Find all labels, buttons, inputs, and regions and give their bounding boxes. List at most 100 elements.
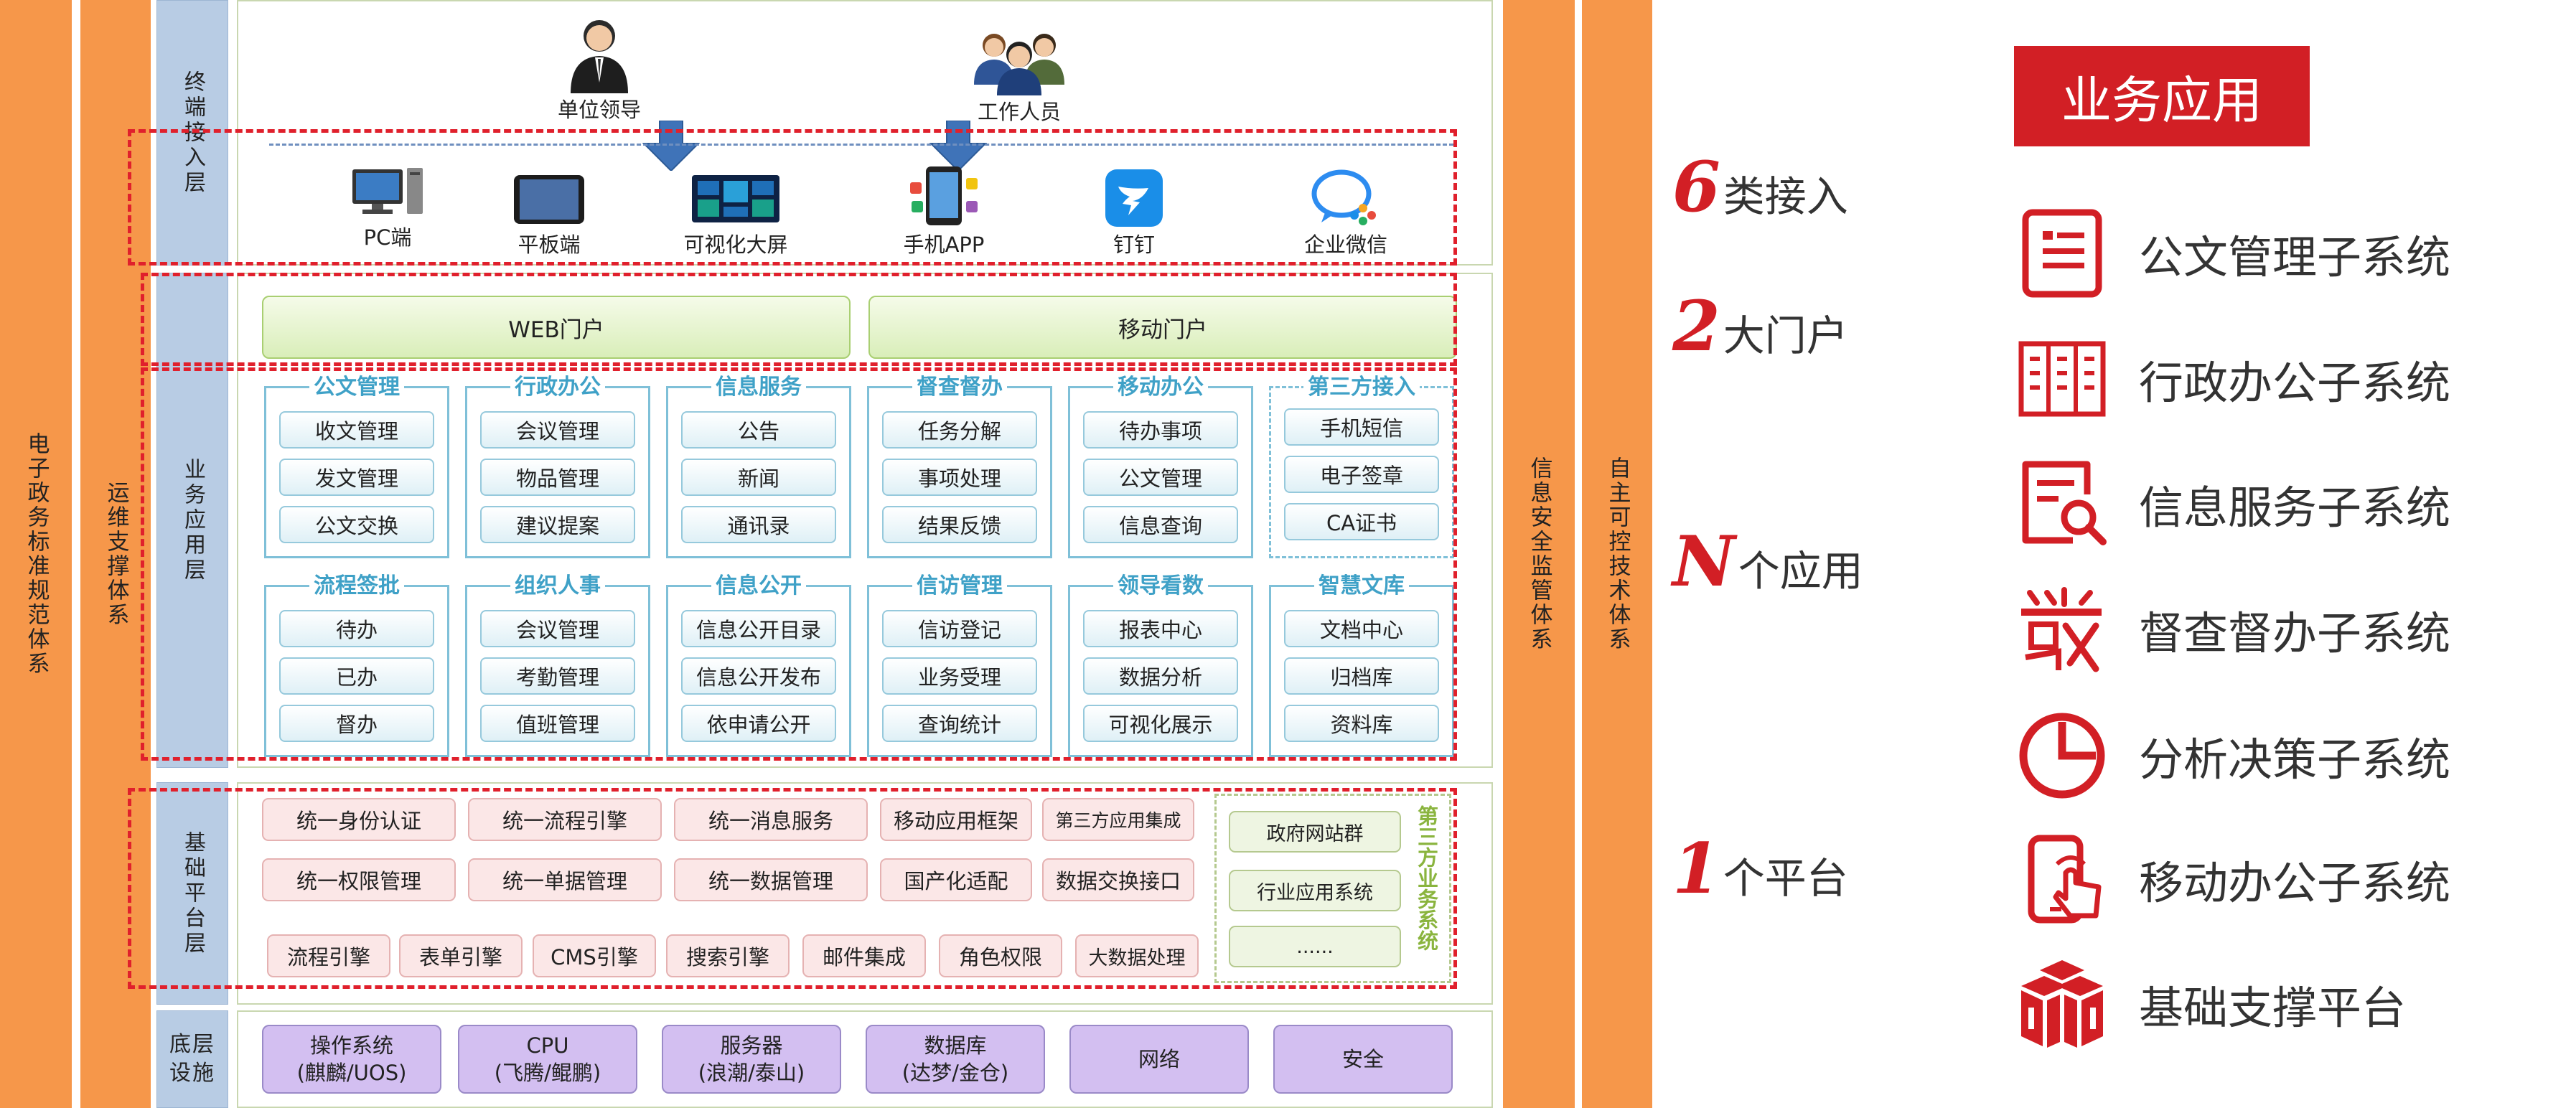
platform-item[interactable]: 统一数据管理 (674, 858, 868, 901)
business-app-label: 行政办公子系统 (2139, 357, 2451, 409)
app-item[interactable]: 公告 (681, 411, 836, 449)
group-title: 信息公开 (711, 573, 806, 598)
platform-item[interactable]: 角色权限 (939, 934, 1062, 977)
layer-platform-text: 基础平台层 (180, 830, 205, 957)
app-item[interactable]: 值班管理 (480, 705, 635, 742)
terminal-bigscreen: 可视化大屏 (664, 171, 807, 258)
app-item[interactable]: 可视化展示 (1083, 705, 1238, 742)
app-item[interactable]: 任务分解 (882, 411, 1037, 449)
app-item[interactable]: 查询统计 (882, 705, 1037, 742)
app-item[interactable]: 归档库 (1284, 657, 1439, 695)
terminal-dingtalk-label: 钉钉 (1113, 233, 1155, 257)
app-item[interactable]: 待办事项 (1083, 411, 1238, 449)
third-party-title-wrap: 第三方业务系统 (1408, 805, 1444, 977)
app-item[interactable]: 发文管理 (279, 459, 434, 496)
business-app-item[interactable]: 分析决策子系统 (2015, 709, 2450, 802)
infra-database[interactable]: 数据库(达梦/金仓) (866, 1025, 1045, 1094)
cubes-icon (2021, 960, 2103, 1048)
app-item[interactable]: 物品管理 (480, 459, 635, 496)
platform-item[interactable]: 统一流程引擎 (468, 798, 662, 841)
platform-item[interactable]: 国产化适配 (880, 858, 1032, 901)
app-item[interactable]: 数据分析 (1083, 657, 1238, 695)
platform-item[interactable]: 移动应用框架 (880, 798, 1032, 841)
app-item[interactable]: 会议管理 (480, 411, 635, 449)
app-item[interactable]: 建议提案 (480, 506, 635, 543)
platform-item[interactable]: 表单引擎 (399, 934, 523, 977)
app-item[interactable]: 待办 (279, 610, 434, 647)
autonomous-tech-label: 自主可控技术体系 (1604, 456, 1631, 652)
app-item[interactable]: 电子签章 (1284, 456, 1439, 493)
web-portal[interactable]: WEB门户 (262, 296, 851, 359)
platform-item[interactable]: CMS引擎 (533, 934, 656, 977)
platform-item[interactable]: 第三方应用集成 (1042, 798, 1194, 841)
third-party-system-item[interactable]: 政府网站群 (1229, 811, 1401, 853)
app-item[interactable]: 报表中心 (1083, 610, 1238, 647)
app-item[interactable]: 通讯录 (681, 506, 836, 543)
platform-item[interactable]: 邮件集成 (802, 934, 926, 977)
layer-label-terminal: 终端接入层 (156, 0, 228, 266)
infra-name: 服务器 (720, 1033, 783, 1058)
infra-cpu[interactable]: CPU(飞腾/鲲鹏) (458, 1025, 637, 1094)
app-item[interactable]: 公文管理 (1083, 459, 1238, 496)
app-item[interactable]: CA证书 (1284, 503, 1439, 540)
business-app-item[interactable]: 信息服务子系统 (2015, 457, 2450, 550)
business-app-item[interactable]: 移动办公子系统 (2015, 832, 2450, 926)
platform-item[interactable]: 统一权限管理 (262, 858, 456, 901)
terminal-bigscreen-label: 可视化大屏 (683, 233, 788, 257)
platform-item[interactable]: 数据交换接口 (1042, 858, 1194, 901)
app-item[interactable]: 公文交换 (279, 506, 434, 543)
business-app-item[interactable]: 公文管理子系统 (2015, 207, 2450, 300)
third-party-system-item[interactable]: 行业应用系统 (1229, 870, 1401, 911)
platform-item[interactable]: 搜索引擎 (666, 934, 790, 977)
app-item[interactable]: 收文管理 (279, 411, 434, 449)
group-title: 信息服务 (711, 375, 806, 400)
infra-name: CPU (526, 1033, 569, 1058)
business-app-label: 移动办公子系统 (2139, 857, 2451, 909)
bigscreen-icon (692, 175, 779, 222)
business-app-item[interactable]: 基础支撑平台 (2015, 957, 2406, 1051)
app-item[interactable]: 信访登记 (882, 610, 1037, 647)
infra-name: 数据库 (924, 1033, 987, 1058)
platform-item[interactable]: 大数据处理 (1075, 934, 1199, 977)
infra-server[interactable]: 服务器(浪潮/泰山) (662, 1025, 841, 1094)
app-item[interactable]: 督办 (279, 705, 434, 742)
third-party-system-item[interactable]: ...... (1229, 926, 1401, 967)
terminal-divider (269, 144, 1453, 146)
infra-network[interactable]: 网络 (1069, 1025, 1249, 1094)
app-item[interactable]: 文档中心 (1284, 610, 1439, 647)
business-app-item[interactable]: 督查督办子系统 (2015, 583, 2450, 676)
group-info-disclosure: 信息公开 信息公开目录 信息公开发布 依申请公开 (666, 573, 851, 757)
platform-item[interactable]: 流程引擎 (267, 934, 390, 977)
group-title: 行政办公 (510, 375, 605, 400)
app-item[interactable]: 信息公开发布 (681, 657, 836, 695)
staff-group-icon (974, 34, 1064, 95)
platform-item[interactable]: 统一单据管理 (468, 858, 662, 901)
app-item[interactable]: 已办 (279, 657, 434, 695)
app-item[interactable]: 事项处理 (882, 459, 1037, 496)
app-item[interactable]: 考勤管理 (480, 657, 635, 695)
app-item[interactable]: 会议管理 (480, 610, 635, 647)
group-title: 公文管理 (309, 375, 404, 400)
app-item[interactable]: 信息公开目录 (681, 610, 836, 647)
platform-item[interactable]: 统一身份认证 (262, 798, 456, 841)
app-item[interactable]: 手机短信 (1284, 408, 1439, 446)
business-app-item[interactable]: 行政办公子系统 (2015, 332, 2450, 426)
app-item[interactable]: 新闻 (681, 459, 836, 496)
app-item[interactable]: 资料库 (1284, 705, 1439, 742)
standard-system-label: 电子政务标准规范体系 (23, 432, 50, 676)
group-leader-data: 领导看数 报表中心 数据分析 可视化展示 (1068, 573, 1253, 757)
app-item[interactable]: 结果反馈 (882, 506, 1037, 543)
business-app-label: 公文管理子系统 (2139, 231, 2451, 283)
app-item[interactable]: 业务受理 (882, 657, 1037, 695)
infra-os[interactable]: 操作系统(麒麟/UOS) (262, 1025, 441, 1094)
platform-item[interactable]: 统一消息服务 (674, 798, 868, 841)
app-item[interactable]: 信息查询 (1083, 506, 1238, 543)
mobile-portal[interactable]: 移动门户 (868, 296, 1457, 359)
infra-security[interactable]: 安全 (1273, 1025, 1453, 1094)
security-supervision-bar: 信息安全监管体系 (1503, 0, 1575, 1108)
cabinet-icon (2018, 341, 2106, 417)
group-title: 领导看数 (1113, 573, 1208, 598)
third-party-title: 第三方业务系统 (1414, 805, 1439, 951)
app-item[interactable]: 依申请公开 (681, 705, 836, 742)
